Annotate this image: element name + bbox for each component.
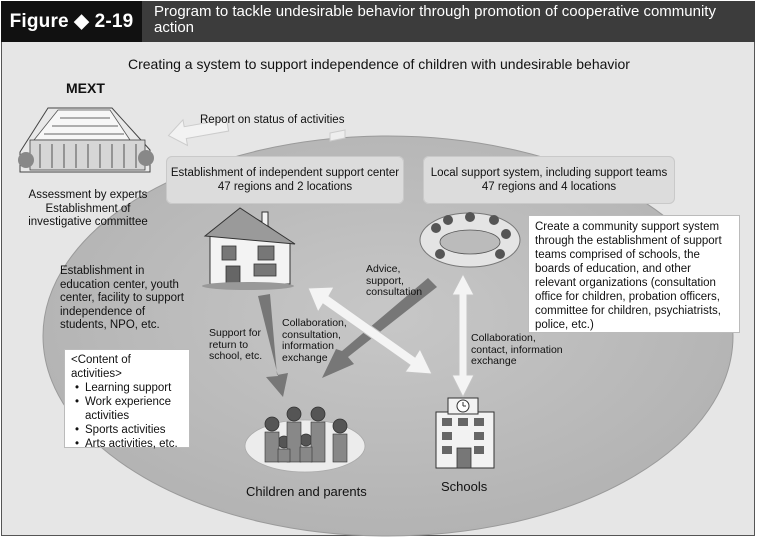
- local-support-line1: Local support system, including support …: [430, 167, 668, 179]
- mext-caption: Assessment by experts Establishment of i…: [18, 189, 158, 230]
- mext-label: MEXT: [66, 80, 105, 96]
- collab-contact-label: Collaboration, contact, information exch…: [471, 332, 563, 367]
- support-return-label: Support for return to school, etc.: [209, 327, 263, 362]
- mext-caption-line1: Assessment by experts: [28, 189, 148, 201]
- activity-item: Arts activities, etc.: [75, 437, 183, 451]
- children-label: Children and parents: [246, 484, 367, 499]
- support-return-arrow: [258, 294, 288, 397]
- house-icon: [202, 207, 296, 290]
- mext-caption-line3: investigative committee: [28, 216, 148, 228]
- community-box-text: Create a community support system throug…: [535, 221, 722, 331]
- activity-item: Learning support: [75, 381, 183, 395]
- activity-item: Work experience activities: [75, 395, 183, 423]
- activities-list: Learning support Work experience activit…: [71, 381, 183, 451]
- figure-title: Program to tackle undesirable behavior t…: [154, 3, 716, 36]
- activities-box: <Content of activities> Learning support…: [64, 349, 190, 451]
- schools-label: Schools: [441, 479, 488, 494]
- advice-label: Advice, support, consultation: [366, 263, 423, 298]
- diagram-subtitle: Creating a system to support independenc…: [128, 56, 630, 72]
- local-support-box: Local support system, including support …: [423, 156, 675, 204]
- support-center-line2: 47 regions and 2 locations: [217, 181, 353, 193]
- mext-caption-line2: Establishment of: [45, 202, 131, 215]
- collab-consult-label: Collaboration, consultation, information…: [282, 317, 347, 364]
- activity-item: Sports activities: [75, 423, 183, 437]
- collab-contact-arrow: [451, 272, 475, 399]
- building-icon: [18, 107, 154, 173]
- local-support-line2: 47 regions and 4 locations: [481, 181, 617, 193]
- family-icon: [244, 406, 366, 473]
- figure-label: Figure ◆ 2-19: [1, 1, 142, 42]
- support-center-box: Establishment of independent support cen…: [166, 156, 404, 204]
- community-box: Create a community support system throug…: [528, 215, 740, 333]
- school-icon: [435, 397, 495, 469]
- report-label: Report on status of activities: [200, 114, 345, 126]
- activities-heading: <Content of activities>: [71, 354, 131, 380]
- support-center-line1: Establishment of independent support cen…: [170, 167, 400, 179]
- meeting-icon: [419, 212, 521, 268]
- advice-arrow: [322, 278, 437, 378]
- collab-consult-arrow: [307, 286, 433, 375]
- establishment-text: Establishment in education center, youth…: [60, 265, 185, 331]
- report-arrow: [167, 118, 346, 147]
